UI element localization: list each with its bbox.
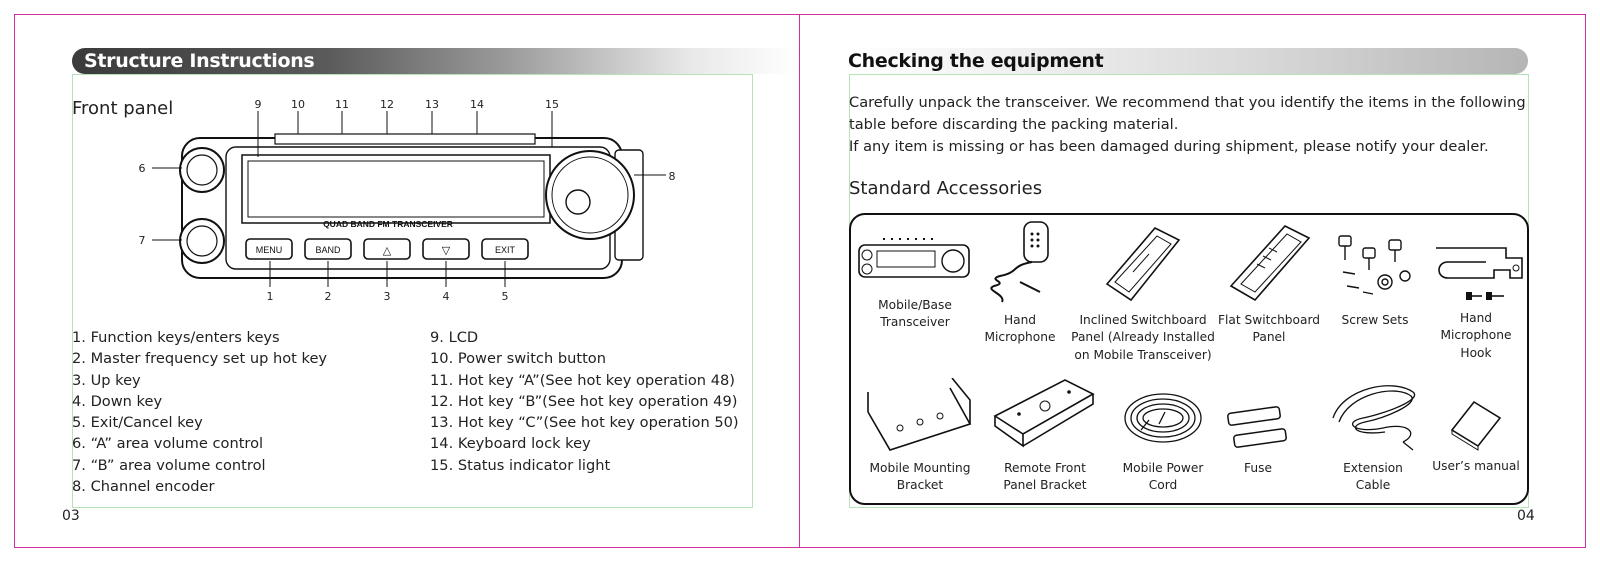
accessory-label: Mobile Power Cord [1122,460,1204,493]
list-item: 9. LCD [430,329,479,346]
callout-13: 13 [425,98,439,111]
paragraph-line: If any item is missing or has been damag… [849,138,1489,155]
accessory-label: Mobile Mounting Bracket [869,460,971,493]
inclined-panel-icon [1105,227,1181,302]
accessory-label: Mobile/Base Transceiver [878,297,952,330]
transceiver-icon [858,238,970,278]
bracket-icon [867,377,972,451]
accessory-item: Remote Front Panel Bracket [980,376,1110,495]
power-cord-icon [1124,393,1202,443]
callout-7: 7 [139,234,146,247]
accessory-label: Hand Microphone Hook [1440,310,1512,360]
part-list-col1: 1. Function keys/enters keys 2. Master f… [72,327,327,497]
menu-key-label: MENU [256,245,283,255]
band-key [304,238,352,260]
flat-panel-icon [1229,225,1311,302]
list-item: 5. Exit/Cancel key [72,414,203,432]
list-item: 7. “B” area volume control [72,456,266,474]
list-item: 2. Master frequency set up hot key [72,350,328,368]
accessory-item: Extension Cable [1318,378,1428,495]
list-item: 13. Hot key “C”(See hot key operation 50… [430,414,739,432]
accessory-label: Hand Microphone [984,312,1056,345]
page-number-left: 03 [62,508,80,524]
down-key-label: ▽ [442,244,451,257]
front-panel-diagram: QUAD BAND FM TRANSCEIVER MENU BAND △ ▽ E… [139,98,676,303]
screws-icon [1338,235,1411,295]
exit-key [481,238,529,260]
callout-8: 8 [669,170,676,183]
right-header-title: Checking the equipment [848,50,1104,72]
page-divider [799,14,800,548]
front-keys: MENU BAND △ ▽ EXIT [245,238,529,260]
intro-paragraph: Carefully unpack the transceiver. We rec… [849,92,1529,158]
accessory-item: Inclined Switchboard Panel (Already Inst… [1068,222,1218,364]
list-item: 12. Hot key “B”(See hot key operation 49… [430,392,738,410]
accessory-item: Mobile Mounting Bracket [855,377,985,495]
accessory-item: Hand Microphone Hook [1424,240,1528,362]
paragraph-line: Carefully unpack the transceiver. We rec… [849,94,1526,111]
lcd-screen [247,160,545,218]
callout-15: 15 [545,98,559,111]
accessory-label: Remote Front Panel Bracket [1003,460,1087,493]
accessory-item: User’s manual [1424,396,1528,475]
accessory-item: Mobile/Base Transceiver [850,225,980,332]
down-key [422,238,470,260]
list-item: 6. “A” area volume control [72,435,264,453]
accessory-item: Screw Sets [1330,230,1420,329]
list-item: 8. Channel encoder [72,478,215,496]
accessory-item: Flat Switchboard Panel [1214,222,1324,347]
accessory-label: Extension Cable [1343,460,1403,493]
list-item: 3. Up key [72,371,141,389]
front-panel-title: Front panel [72,98,174,119]
left-header-bar: Structure Instructions [72,48,798,74]
callout-1: 1 [267,290,274,303]
callout-6: 6 [139,162,146,175]
list-item: 11. Hot key “A”(See hot key operation 48… [430,371,735,389]
list-item: 14. Keyboard lock key [430,435,591,453]
page-number-right: 04 [1517,508,1535,524]
remote-bracket-icon [993,379,1095,448]
accessory-label: Fuse [1244,460,1272,475]
callout-5: 5 [502,290,509,303]
accessory-label: Screw Sets [1341,312,1409,327]
paragraph-line: table before discarding the packing mate… [849,116,1179,133]
up-key [363,238,411,260]
accessory-label: Inclined Switchboard Panel (Already Inst… [1071,312,1215,362]
accessory-label: User’s manual [1432,458,1520,473]
accessory-item: Fuse [1220,400,1296,477]
callout-11: 11 [335,98,349,111]
up-key-label: △ [383,244,392,257]
accessories-title: Standard Accessories [849,178,1043,199]
hook-icon [1436,247,1523,300]
callout-4: 4 [443,290,450,303]
accessory-label: Flat Switchboard Panel [1217,312,1320,345]
cable-icon [1332,385,1416,451]
part-list-col2: 9. LCD 10. Power switch button 11. Hot k… [430,327,739,476]
callout-2: 2 [325,290,332,303]
accessories-box [849,213,1529,505]
exit-key-label: EXIT [495,245,516,255]
accessory-item: Mobile Power Cord [1113,380,1213,495]
callout-14: 14 [470,98,484,111]
callout-12: 12 [380,98,394,111]
list-item: 4. Down key [72,392,163,410]
callout-3: 3 [384,290,391,303]
callout-9: 9 [255,98,262,111]
right-header-bar: Checking the equipment [842,48,1528,74]
menu-key [245,238,293,260]
left-header-title: Structure Instructions [84,50,315,72]
list-item: 15. Status indicator light [430,456,611,474]
microphone-icon [990,221,1049,303]
panel-text: QUAD BAND FM TRANSCEIVER [323,219,453,229]
left-content-guide [72,74,753,508]
list-item: 10. Power switch button [430,350,606,368]
page-frame [14,14,1586,548]
list-item: 1. Function keys/enters keys [72,329,280,346]
band-key-label: BAND [315,245,341,255]
manual-icon [1450,400,1502,451]
callout-10: 10 [291,98,305,111]
accessory-item: Hand Microphone [975,220,1065,347]
fuse-icon [1227,406,1287,448]
